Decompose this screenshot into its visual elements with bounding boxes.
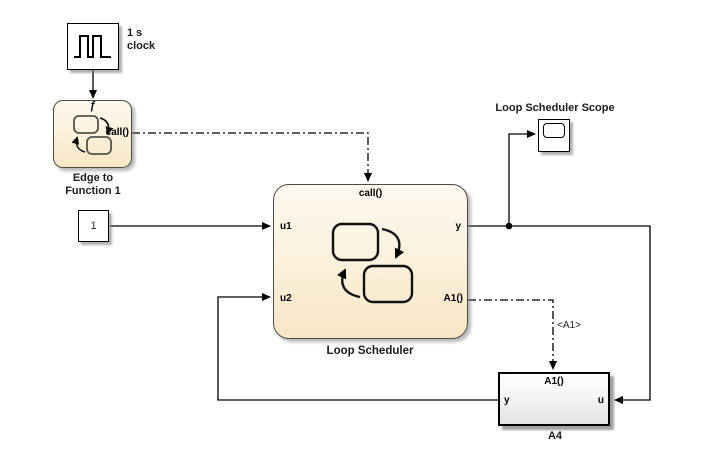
wire-call-edge-function-to-scheduler[interactable] xyxy=(132,132,372,182)
wire-a1-scheduler-to-a4[interactable] xyxy=(468,299,557,370)
port-a4-y[interactable]: y xyxy=(504,395,510,406)
constant-block[interactable]: 1 xyxy=(78,210,109,242)
wire-y-to-a4-u[interactable] xyxy=(468,225,651,404)
port-u2[interactable]: u2 xyxy=(280,293,292,304)
signal-label-a1[interactable]: <A1> xyxy=(557,320,581,331)
scope-screen-icon xyxy=(543,123,565,138)
port-u1[interactable]: u1 xyxy=(280,221,292,232)
port-call-input[interactable]: call() xyxy=(358,188,383,199)
edge-to-function-label[interactable]: Edge to Function 1 xyxy=(65,172,121,197)
pulse-wave-icon xyxy=(74,35,111,58)
wire-a4-y-to-u2-feedback[interactable] xyxy=(217,293,498,401)
scheduler-loop-icon xyxy=(331,222,414,304)
scope-block[interactable] xyxy=(538,119,570,152)
a4-label[interactable]: A4 xyxy=(547,430,563,442)
port-y[interactable]: y xyxy=(455,221,461,232)
edge-to-function-block[interactable]: ƒ call() xyxy=(53,100,132,168)
constant-value: 1 xyxy=(90,220,97,232)
scope-label[interactable]: Loop Scheduler Scope xyxy=(495,102,615,114)
loop-scheduler-block[interactable]: call() u1 u2 y A1() xyxy=(273,184,468,339)
port-call-output[interactable]: call() xyxy=(105,127,129,138)
a4-block[interactable]: A1() y u xyxy=(498,372,610,426)
wire-branch-junction[interactable] xyxy=(505,222,513,230)
wire-y-branch-to-scope[interactable] xyxy=(508,130,536,226)
port-a4-u[interactable]: u xyxy=(597,395,604,406)
function-call-trigger-icon: ƒ xyxy=(89,100,96,112)
clock-label[interactable]: 1 s clock xyxy=(127,27,156,52)
clock-block[interactable] xyxy=(67,23,119,70)
loop-scheduler-label[interactable]: Loop Scheduler xyxy=(326,345,414,357)
port-a4-a1-input[interactable]: A1() xyxy=(544,376,564,387)
port-a1-output[interactable]: A1() xyxy=(443,293,463,304)
